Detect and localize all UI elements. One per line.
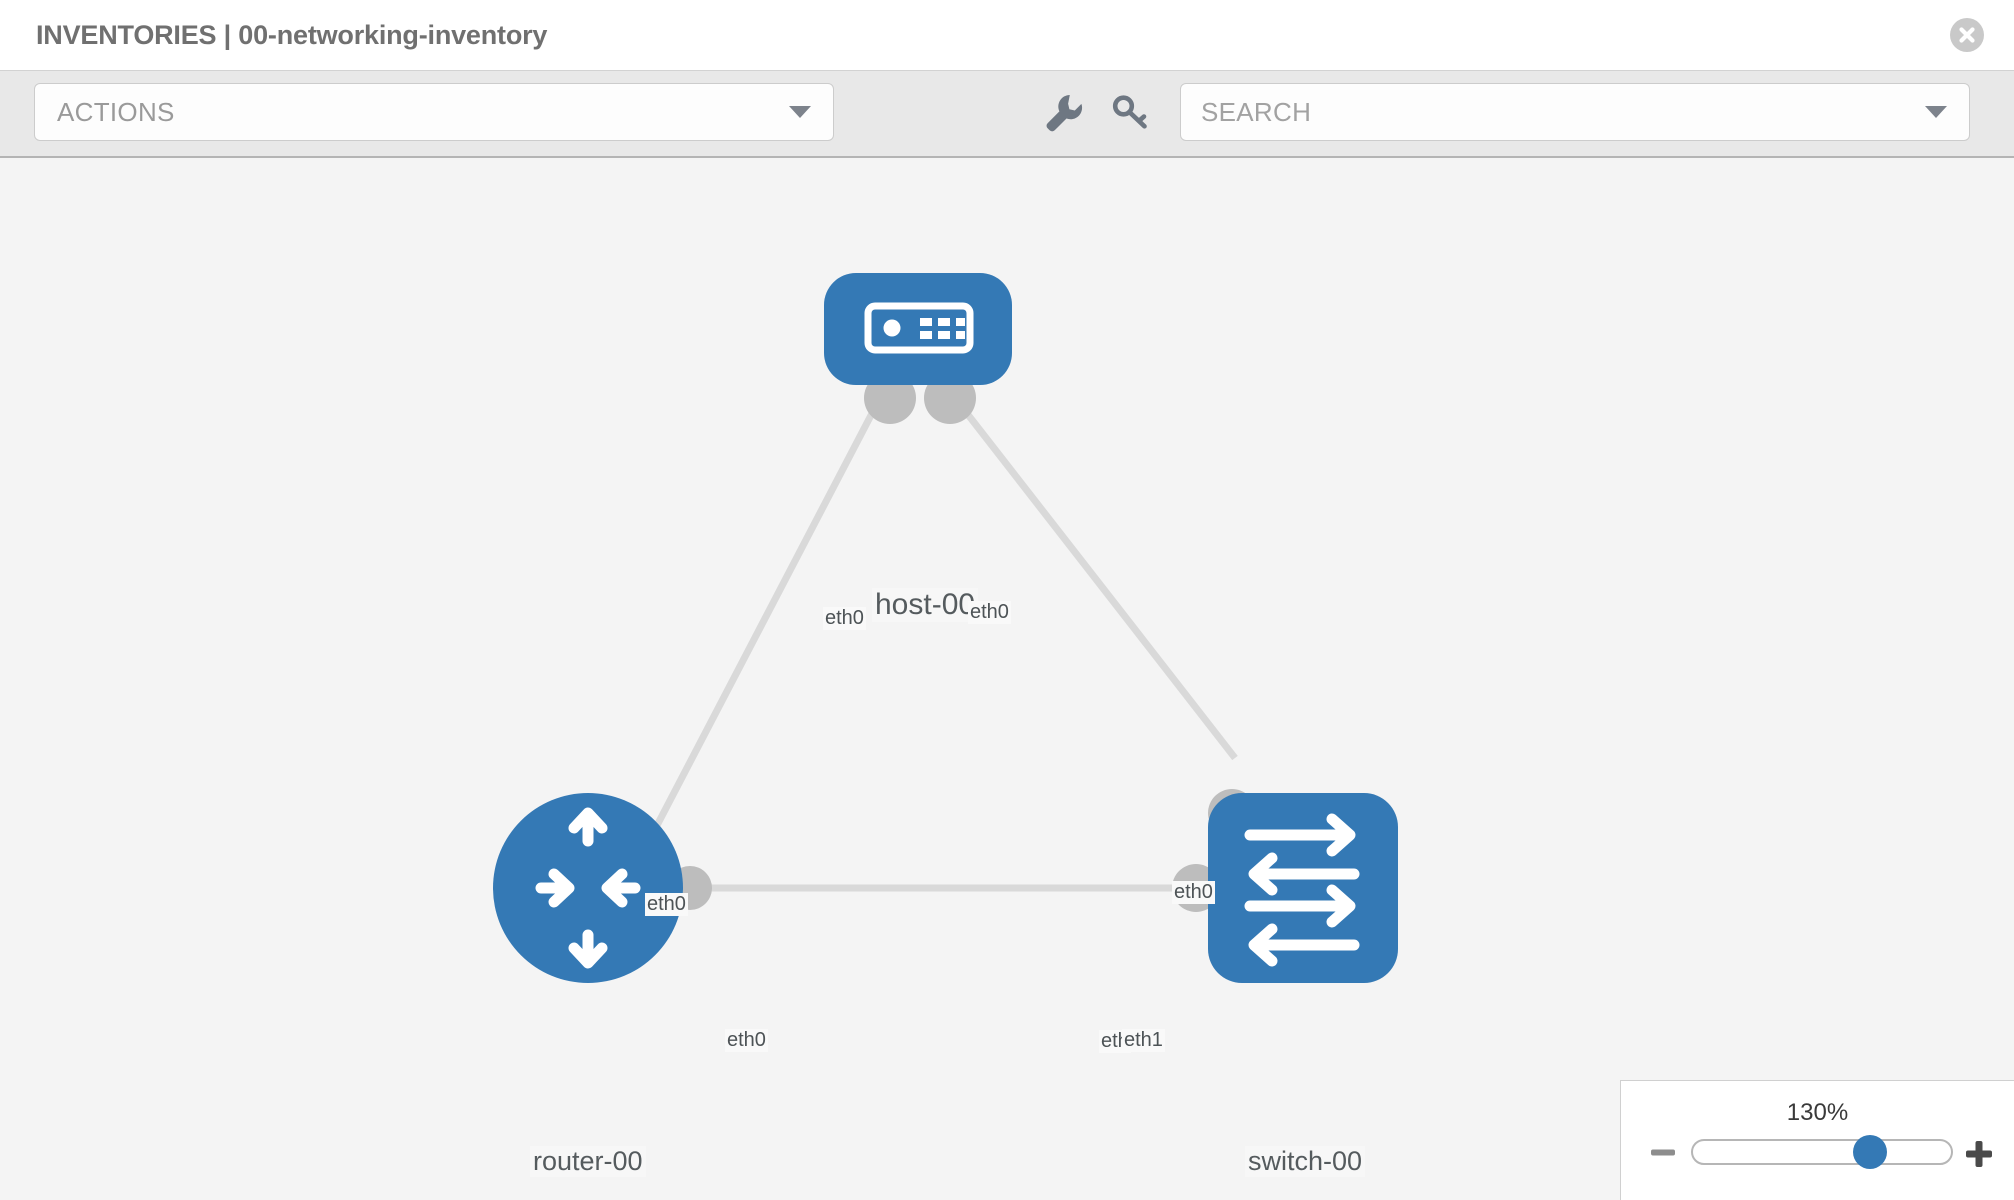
node-label-router-00: router-00 <box>530 1146 646 1177</box>
edge-label-switch-left-eth1: eth1 <box>1122 1029 1165 1052</box>
server-icon <box>864 302 974 354</box>
search-placeholder: SEARCH <box>1201 96 1312 127</box>
node-label-host-00: host-00 <box>872 588 979 622</box>
zoom-in-button[interactable] <box>1964 1139 1994 1174</box>
actions-dropdown[interactable]: ACTIONS <box>34 83 834 141</box>
search-input[interactable]: SEARCH <box>1180 83 1970 141</box>
zoom-out-button[interactable] <box>1649 1139 1677 1172</box>
page-header: INVENTORIES | 00-networking-inventory <box>0 0 2014 70</box>
switch-arrows-icon <box>1244 813 1360 967</box>
router-arrows-icon <box>535 807 641 969</box>
node-router-00 <box>493 793 683 983</box>
key-icon[interactable] <box>1108 89 1152 138</box>
actions-dropdown-label: ACTIONS <box>57 96 175 127</box>
zoom-slider-thumb[interactable] <box>1852 1135 1887 1169</box>
link-host-router <box>636 396 884 860</box>
page-title: INVENTORIES | 00-networking-inventory <box>36 19 548 50</box>
chevron-down-icon <box>789 106 811 118</box>
wrench-icon[interactable] <box>1040 89 1084 138</box>
node-switch-00 <box>1208 793 1398 983</box>
edge-label-switch-up-eth: eth0 <box>1172 881 1215 904</box>
node-label-switch-00: switch-00 <box>1245 1146 1366 1177</box>
edge-label-router-right-eth: eth0 <box>725 1029 768 1052</box>
chevron-down-icon[interactable] <box>1925 106 1947 118</box>
zoom-control[interactable]: 130% <box>1620 1080 2014 1200</box>
zoom-percent-label: 130% <box>1786 1099 1849 1126</box>
topology-graph <box>493 273 1398 983</box>
toolbar: ACTIONS SEARCH <box>0 70 2014 158</box>
close-icon[interactable] <box>1950 18 1984 52</box>
edge-label-router-up-eth: eth0 <box>645 893 688 916</box>
edge-label-host-eth-right: eth0 <box>968 601 1011 624</box>
connector-stubs <box>620 372 1256 912</box>
zoom-slider-track[interactable] <box>1691 1135 1953 1169</box>
link-host-switch <box>952 395 1238 761</box>
node-host-00 <box>824 273 1012 385</box>
edge-label-host-eth-left: eth0 <box>823 607 866 630</box>
topology-canvas[interactable]: host-00 router-00 switch-00 eth0 eth0 et… <box>0 158 2014 1200</box>
